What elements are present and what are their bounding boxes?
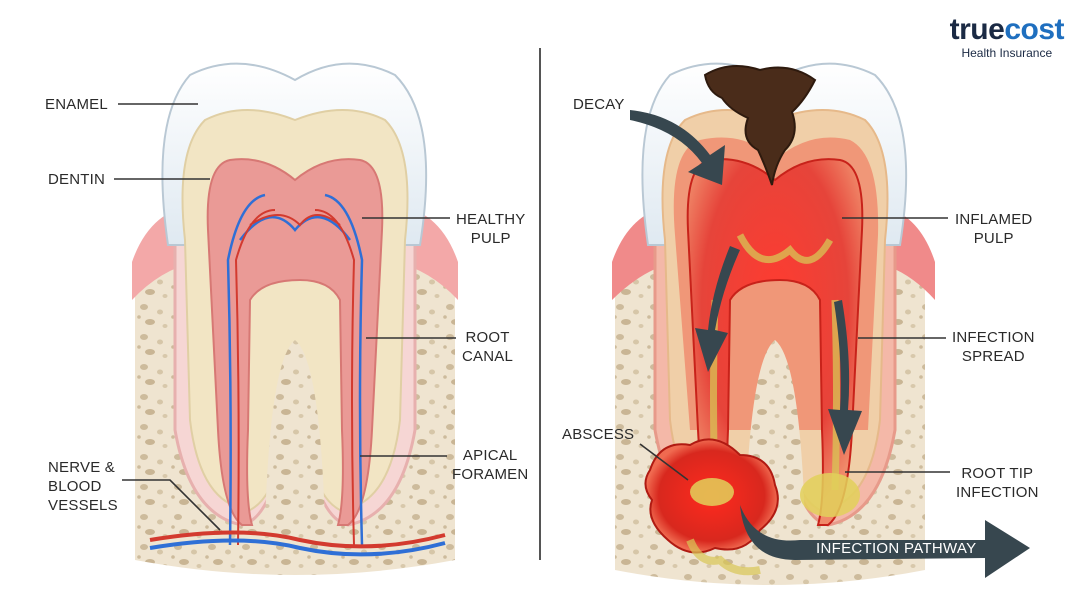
label-root-tip-infection: ROOT TIP INFECTION [956, 465, 1039, 501]
infection-arrows [630, 110, 862, 455]
right-spread-arrow [828, 300, 862, 455]
label-inflamed-pulp: INFLAMED PULP [955, 211, 1033, 247]
healthy-tooth [132, 62, 458, 575]
infection-pathway-arrow [740, 505, 1030, 578]
brand-wordmark: truecost [949, 13, 1065, 46]
healthy-blood-vessel [234, 209, 356, 546]
pus-drip [686, 538, 761, 576]
label-apical-foramen: APICAL FORAMEN [452, 447, 529, 483]
brand-logo: truecost Health Insurance [949, 13, 1065, 61]
abscess-pus-core [690, 478, 734, 506]
label-dentin: DENTIN [48, 171, 106, 188]
healthy-inter-root-bone [265, 340, 325, 525]
label-infection-spread: INFECTION SPREAD [952, 329, 1035, 365]
healthy-nerve [226, 193, 364, 546]
left-spread-arrow [695, 246, 740, 372]
decay-cavity [703, 65, 817, 186]
label-root-canal: ROOT CANAL [462, 329, 514, 365]
infection-pathway-label: INFECTION PATHWAY [816, 540, 977, 557]
root-tip-infection [800, 473, 860, 517]
label-healthy-pulp: HEALTHY PULP [456, 211, 526, 247]
brand-tagline: Health Insurance [961, 46, 1053, 60]
brand-name-part2: cost [1004, 13, 1064, 46]
label-abscess: ABSCESS [562, 426, 635, 443]
label-decay: DECAY [573, 96, 625, 113]
infected-leader-lines [639, 217, 950, 481]
decay-arrow [630, 110, 725, 185]
healthy-leader-lines [114, 103, 456, 531]
infected-tooth [612, 62, 935, 585]
healthy-pulp [206, 158, 384, 526]
brand-name-part1: true [949, 13, 1005, 46]
label-nerve-vessels: NERVE & BLOOD VESSELS [48, 459, 118, 514]
label-enamel: ENAMEL [45, 96, 108, 113]
healthy-vessel-bundle [149, 530, 446, 549]
